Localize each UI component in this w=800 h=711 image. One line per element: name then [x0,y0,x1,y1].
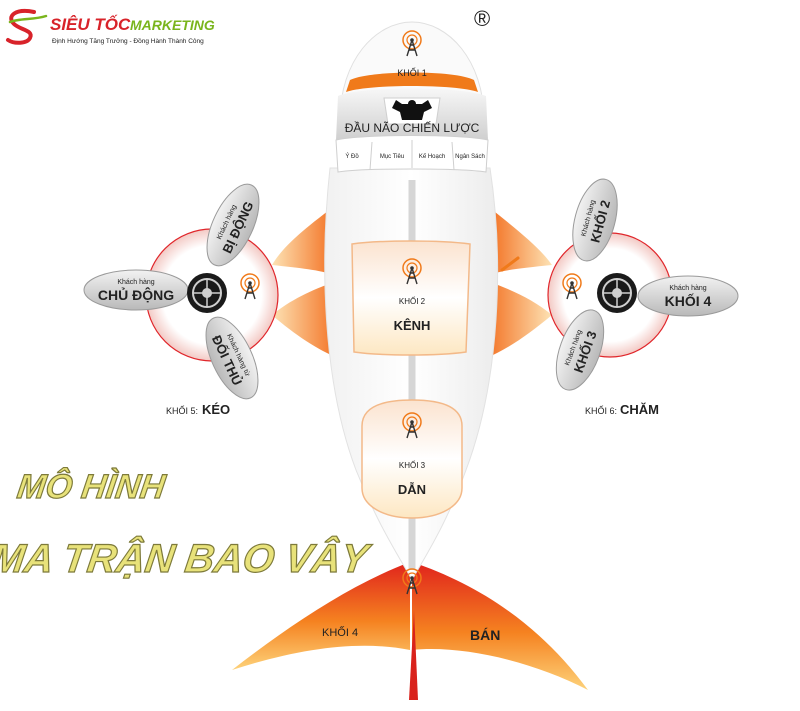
left-propeller: Khách hàng BỊ ĐỘNG Khách hàng từ ĐỐI THỦ… [83,183,279,417]
block-2-label: KHỐI 2 [399,296,426,306]
tail-left-label: KHỐI 4 [322,625,358,639]
left-caption-small: KHỐI 5: [166,405,198,416]
brand-logo: SIÊU TỐC MARKETING Định Hướng Tăng Trưởn… [6,9,215,45]
right-caption-big: CHĂM [620,402,659,417]
right-blade-mid-small: Khách hàng [669,285,706,292]
right-blade-mid-big: KHỐI 4 [665,292,712,309]
model-title-line1: MÔ HÌNH [15,466,169,506]
logo-s-mark-icon [6,9,48,45]
block-3-title: DẪN [398,482,426,497]
head-segment-4: Ngân Sách [455,154,485,160]
registered-mark: ® [474,6,490,31]
strongman-icon [392,100,432,120]
right-propeller: Khách hàng KHỐI 2 Khách hàng KHỐI 3 Khác… [547,178,739,417]
block-3-lead: KHỐI 3 DẪN [361,399,463,519]
tail-fin: KHỐI 4 BÁN [232,562,588,700]
left-side-fins [272,208,338,358]
head-title: ĐẦU NÃO CHIẾN LƯỢC [345,120,480,135]
head-segment-2: Mục Tiêu [380,154,404,160]
head-block: KHỐI 1 ĐẦU NÃO CHIẾN LƯỢC Ý Đồ Mục Tiêu … [335,21,489,173]
logo-brand-suffix: MARKETING [130,17,215,33]
left-blade-mid-big: CHỦ ĐỘNG [98,286,174,303]
tail-right-label: BÁN [470,627,500,643]
propeller-hub-icon [597,273,637,313]
left-caption-big: KÉO [202,402,230,417]
model-title-line2: MA TRẬN BAO VÂY [0,535,374,581]
left-blade-mid-small: Khách hàng [117,279,154,286]
propeller-hub-icon [187,273,227,313]
block-2-title: KÊNH [394,318,431,333]
logo-brand-prefix: SIÊU TỐC [50,15,131,34]
head-segment-3: Kế Hoạch [419,154,445,160]
right-caption-small: KHỐI 6: [585,405,617,416]
head-segment-1: Ý Đồ [345,153,359,160]
model-title: MÔ HÌNH MA TRẬN BAO VÂY [0,466,375,582]
block-2-channel: KHỐI 2 KÊNH [351,240,471,356]
right-side-fins [486,208,552,358]
logo-tagline: Định Hướng Tăng Trưởng - Đồng Hành Thành… [52,36,204,45]
head-block-label: KHỐI 1 [397,67,427,78]
block-3-label: KHỐI 3 [399,460,426,470]
